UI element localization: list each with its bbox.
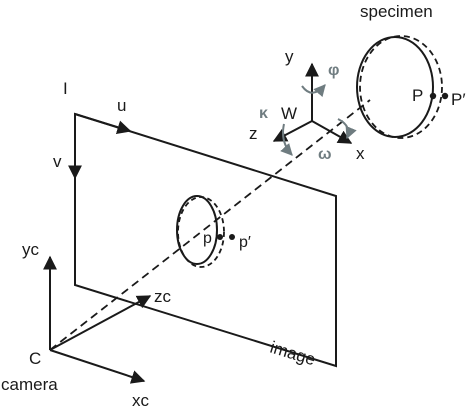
xc-axis-label: xc	[132, 391, 150, 410]
xc-axis-arrow	[49, 349, 146, 384]
kappa-rotation-arrow	[280, 123, 293, 156]
world-x-axis-arrow	[311, 120, 353, 144]
v-axis-label: v	[53, 152, 62, 171]
point-p-label: p	[203, 230, 212, 247]
phi-rotation-arrow	[301, 84, 326, 98]
world-z-axis-arrow	[272, 120, 313, 142]
image-ellipse	[176, 195, 218, 265]
point-p-prime-dot	[229, 234, 235, 240]
image-label: image	[268, 338, 318, 370]
point-P-prime-label: P′	[451, 90, 466, 109]
point-P-dot	[429, 92, 437, 100]
camera-label: camera	[1, 375, 58, 394]
world-z-label: z	[249, 124, 258, 143]
projection-ray	[49, 99, 371, 351]
camera-origin-label: C	[29, 349, 41, 368]
world-y-label: y	[285, 47, 294, 66]
image-ellipse-deformed	[177, 196, 225, 268]
point-p-dot	[217, 234, 223, 240]
specimen-outline-deformed	[359, 35, 443, 139]
omega-rotation-arrow	[337, 118, 357, 140]
zc-axis-arrow	[49, 295, 152, 351]
world-origin-label: W	[281, 104, 297, 123]
u-axis-arrow	[74, 113, 132, 134]
world-x-label: x	[356, 144, 365, 163]
point-P-label: P	[412, 86, 423, 105]
zc-axis-label: zc	[154, 287, 172, 306]
point-p-prime-label: p′	[239, 234, 251, 251]
specimen-label: specimen	[360, 2, 433, 21]
omega-label: ω	[318, 146, 332, 163]
image-origin-label: I	[63, 79, 68, 98]
u-axis-label: u	[117, 96, 126, 115]
image-plane	[74, 112, 337, 368]
phi-label: φ	[328, 62, 339, 79]
kappa-label: κ	[259, 105, 268, 122]
yc-axis-label: yc	[22, 240, 40, 259]
point-P-prime-dot	[441, 92, 449, 100]
